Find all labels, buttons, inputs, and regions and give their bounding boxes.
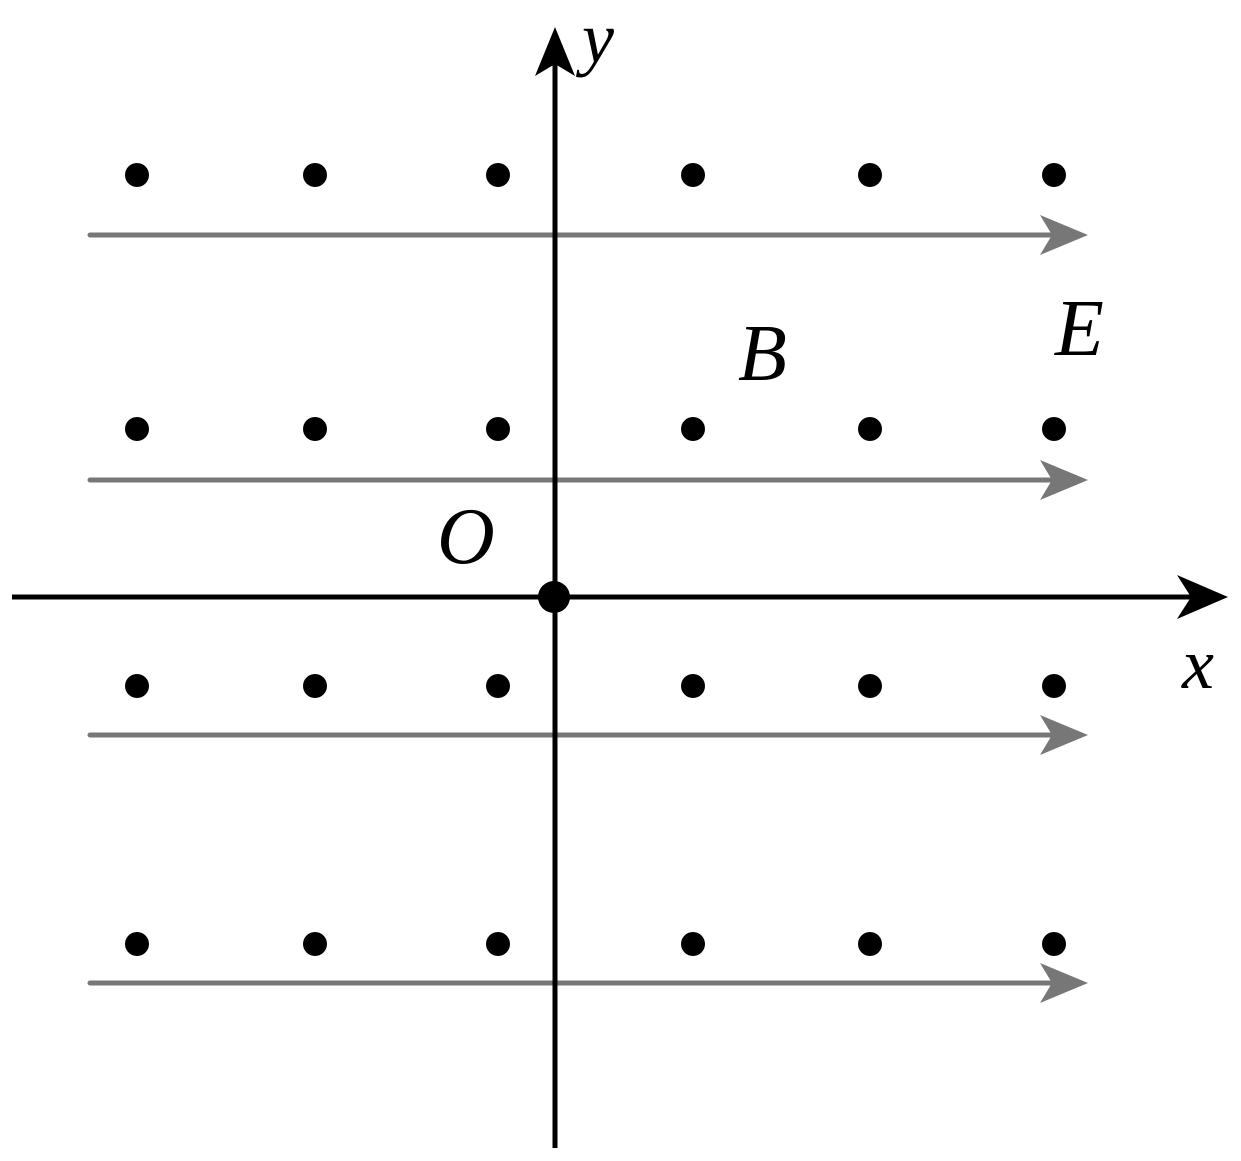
magnetic-field-dot (681, 417, 705, 441)
electric-field-lines (87, 215, 1088, 1003)
magnetic-field-dot (125, 674, 149, 698)
magnetic-field-dot (858, 163, 882, 187)
magnetic-field-dot (1042, 163, 1066, 187)
magnetic-field-dot (303, 674, 327, 698)
axes (12, 27, 1228, 1148)
magnetic-field-dot (486, 163, 510, 187)
x-axis-label: x (1181, 624, 1214, 704)
origin-point (538, 581, 570, 613)
magnetic-field-label: B (738, 310, 787, 398)
magnetic-field-dot (1042, 932, 1066, 956)
magnetic-field-dot (486, 932, 510, 956)
magnetic-field-dot (486, 674, 510, 698)
x-axis-arrowhead (1177, 575, 1228, 619)
magnetic-field-dot (303, 932, 327, 956)
electric-field-arrowhead (1040, 963, 1088, 1003)
magnetic-field-dot (681, 932, 705, 956)
magnetic-field-dot (303, 163, 327, 187)
electric-field-arrowhead (1040, 460, 1088, 500)
magnetic-field-dot (858, 417, 882, 441)
magnetic-field-dot (303, 417, 327, 441)
magnetic-field-dot (125, 163, 149, 187)
magnetic-field-dot (125, 932, 149, 956)
origin-label: O (437, 493, 495, 581)
magnetic-field-dot (681, 674, 705, 698)
magnetic-field-dot (681, 163, 705, 187)
magnetic-field-dot (858, 932, 882, 956)
magnetic-field-dot (1042, 674, 1066, 698)
magnetic-field-dot (125, 417, 149, 441)
magnetic-field-dot (858, 674, 882, 698)
y-axis-arrowhead (535, 27, 575, 76)
y-axis-label: y (575, 0, 614, 78)
electric-field-arrowhead (1040, 715, 1088, 755)
magnetic-field-dot (486, 417, 510, 441)
electric-field-label: E (1054, 285, 1104, 373)
electric-field-arrowhead (1040, 215, 1088, 255)
magnetic-field-dots (125, 163, 1066, 956)
magnetic-field-dot (1042, 417, 1066, 441)
